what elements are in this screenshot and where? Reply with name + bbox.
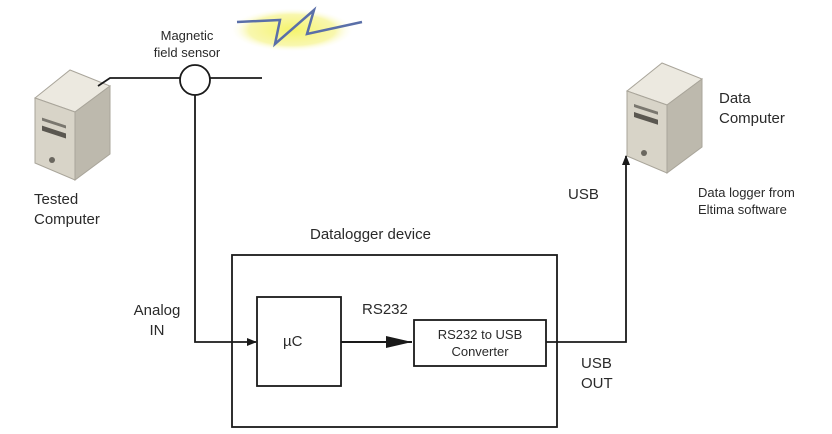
- tested-computer-label: Tested Computer: [34, 190, 100, 230]
- uc-label: µC: [283, 332, 302, 352]
- rs232-label: RS232: [362, 300, 408, 320]
- sensor-label: Magnetic field sensor: [132, 27, 242, 61]
- usb-line: [546, 156, 626, 342]
- rs232-arrowhead: [386, 336, 412, 348]
- data-computer-label: Data Computer: [719, 89, 785, 129]
- analog-signal-line: [195, 95, 256, 342]
- data-computer-icon: [627, 63, 702, 173]
- usb-label: USB: [568, 185, 599, 205]
- datalogger-device-title: Datalogger device: [310, 225, 431, 245]
- usb-out-label: USB OUT: [581, 354, 613, 394]
- analog-in-label: Analog IN: [126, 301, 188, 341]
- converter-label: RS232 to USB Converter: [414, 326, 546, 360]
- data-logger-software-label: Data logger from Eltima software: [698, 184, 795, 218]
- magnetic-sensor-ring: [180, 65, 210, 95]
- lightning-icon: [230, 8, 362, 52]
